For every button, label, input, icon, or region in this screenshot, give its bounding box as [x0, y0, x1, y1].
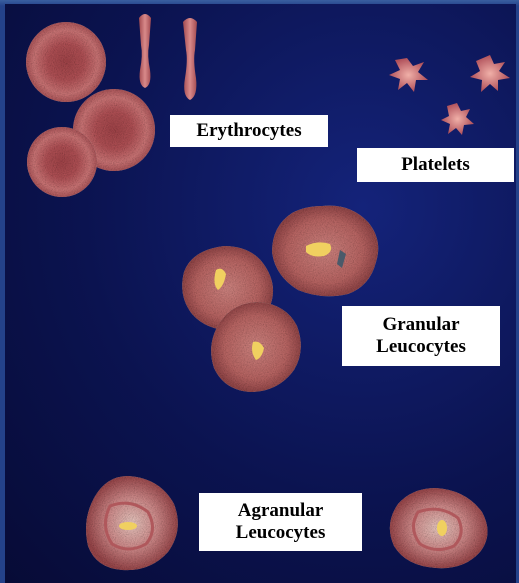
platelet-group — [389, 55, 510, 135]
platelets-label-text: Platelets — [401, 154, 470, 176]
platelets-label: Platelets — [357, 148, 514, 182]
agranular-label-line2: Leucocytes — [236, 522, 326, 544]
platelet — [470, 55, 510, 92]
nucleus — [437, 520, 447, 536]
erythrocyte-side-view — [139, 14, 151, 88]
granular-label-line1: Granular — [382, 314, 459, 336]
agranular-label-line1: Agranular — [238, 500, 324, 522]
erythrocyte-disc — [26, 22, 106, 102]
erythrocytes-label: Erythrocytes — [170, 115, 328, 147]
erythrocyte-side-view — [183, 18, 197, 100]
platelet — [441, 103, 474, 135]
platelet — [389, 58, 428, 92]
agranular-leucocytes-label: Agranular Leucocytes — [199, 493, 362, 551]
nucleus — [119, 522, 137, 530]
erythrocyte-disc — [27, 127, 97, 197]
granular-label-line2: Leucocytes — [376, 336, 466, 358]
granular-leucocytes-label: Granular Leucocytes — [342, 306, 500, 366]
erythrocyte-group — [26, 14, 197, 197]
erythrocytes-label-text: Erythrocytes — [196, 120, 301, 142]
